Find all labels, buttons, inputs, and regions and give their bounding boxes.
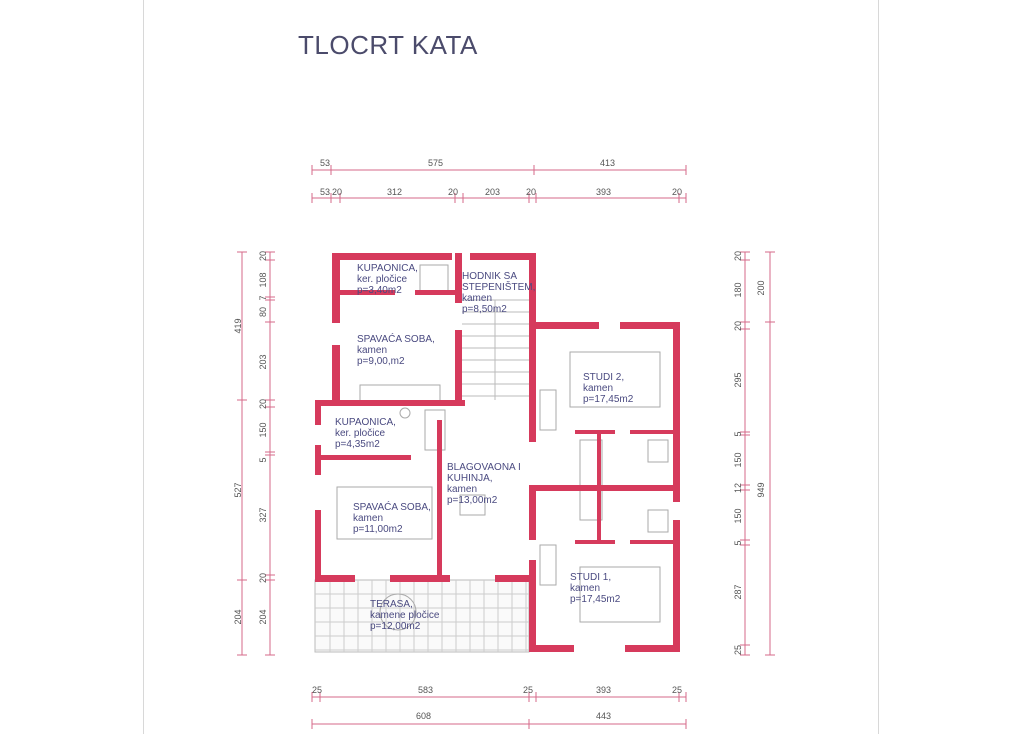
wall-segment (390, 575, 450, 582)
dim-top2-4: 203 (485, 187, 500, 197)
wall-segment (620, 322, 680, 329)
dim-right-inner-8: 5 (733, 540, 743, 545)
wall-segment (529, 485, 680, 491)
wall-segment (340, 290, 395, 295)
dim-left-inner-0: 20 (258, 251, 268, 261)
dim-left-outer-1: 527 (233, 482, 243, 497)
wall-segment (529, 322, 599, 329)
wall-segment (630, 430, 680, 434)
dim-bot1-2: 25 (523, 685, 533, 695)
dimension-labels: 53 575 413 53 20 312 20 203 20 393 20 25… (233, 158, 766, 721)
dim-right-inner-5: 150 (733, 452, 743, 467)
dim-top2-1: 20 (332, 187, 342, 197)
wall-segment (315, 400, 465, 406)
dim-top2-0: 53 (320, 187, 330, 197)
wall-segment (529, 560, 536, 652)
wall-segment (575, 430, 615, 434)
wall-segment (630, 540, 680, 544)
wall-segment (315, 575, 355, 582)
wall-segment (455, 330, 462, 405)
dim-right-inner-2: 20 (733, 321, 743, 331)
wall-segment (332, 253, 452, 260)
wall-segment (332, 253, 340, 323)
dim-left-inner-3: 80 (258, 307, 268, 317)
dim-left-outer-2: 204 (233, 609, 243, 624)
wall-segment (315, 445, 321, 475)
dim-right-inner-7: 150 (733, 508, 743, 523)
wall-segment (315, 510, 321, 580)
dim-left-inner-6: 150 (258, 422, 268, 437)
wall-segment (625, 645, 680, 652)
walls (315, 253, 680, 652)
dim-left-outer-0: 419 (233, 318, 243, 333)
dim-bot2-0: 608 (416, 711, 431, 721)
dim-right-inner-6: 12 (733, 483, 743, 493)
dim-right-inner-0: 20 (733, 251, 743, 261)
dim-top2-5: 20 (526, 187, 536, 197)
dim-top1-1: 575 (428, 158, 443, 168)
terrace-tiles (314, 579, 530, 653)
dim-top1-2: 413 (600, 158, 615, 168)
dim-left-inner-4: 203 (258, 354, 268, 369)
wall-segment (315, 400, 321, 425)
dim-bot1-3: 393 (596, 685, 611, 695)
dim-left-inner-10: 204 (258, 609, 268, 624)
dim-left-inner-1: 108 (258, 272, 268, 287)
wall-segment (673, 322, 680, 502)
wall-segment (529, 645, 574, 652)
dim-left-inner-5: 20 (258, 399, 268, 409)
dim-bot1-0: 25 (312, 685, 322, 695)
staircase (462, 299, 529, 400)
dim-bot1-4: 25 (672, 685, 682, 695)
page-edge-right (878, 0, 879, 734)
dim-bot1-1: 583 (418, 685, 433, 695)
dim-top2-3: 20 (448, 187, 458, 197)
dim-left-inner-7: 5 (258, 457, 268, 462)
dim-right-outer-1: 949 (756, 482, 766, 497)
dim-right-outer-0: 200 (756, 280, 766, 295)
wall-segment (470, 253, 536, 260)
dim-left-inner-2: 7 (258, 295, 268, 300)
dimension-lines (237, 165, 775, 729)
wall-segment (597, 430, 601, 544)
wall-segment (495, 575, 535, 582)
wall-segment (437, 420, 442, 580)
dim-top2-6: 393 (596, 187, 611, 197)
page-edge-left (143, 0, 144, 734)
wall-segment (529, 253, 536, 328)
wall-segment (455, 253, 462, 303)
dim-right-inner-3: 295 (733, 372, 743, 387)
dim-right-inner-9: 287 (733, 584, 743, 599)
dim-left-inner-9: 20 (258, 573, 268, 583)
wall-segment (415, 290, 455, 295)
dim-right-inner-10: 25 (733, 645, 743, 655)
dim-right-inner-4: 5 (733, 431, 743, 436)
dim-top1-0: 53 (320, 158, 330, 168)
wall-segment (529, 490, 536, 540)
wall-segment (321, 455, 411, 460)
wall-segment (332, 345, 340, 405)
dim-left-inner-8: 327 (258, 507, 268, 522)
wall-segment (529, 322, 536, 442)
wall-segment (673, 520, 680, 652)
page-title: TLOCRT KATA (298, 30, 478, 60)
dim-bot2-1: 443 (596, 711, 611, 721)
dim-right-inner-1: 180 (733, 282, 743, 297)
furniture (336, 264, 669, 631)
dim-top2-2: 312 (387, 187, 402, 197)
wall-segment (575, 540, 615, 544)
dim-top2-7: 20 (672, 187, 682, 197)
